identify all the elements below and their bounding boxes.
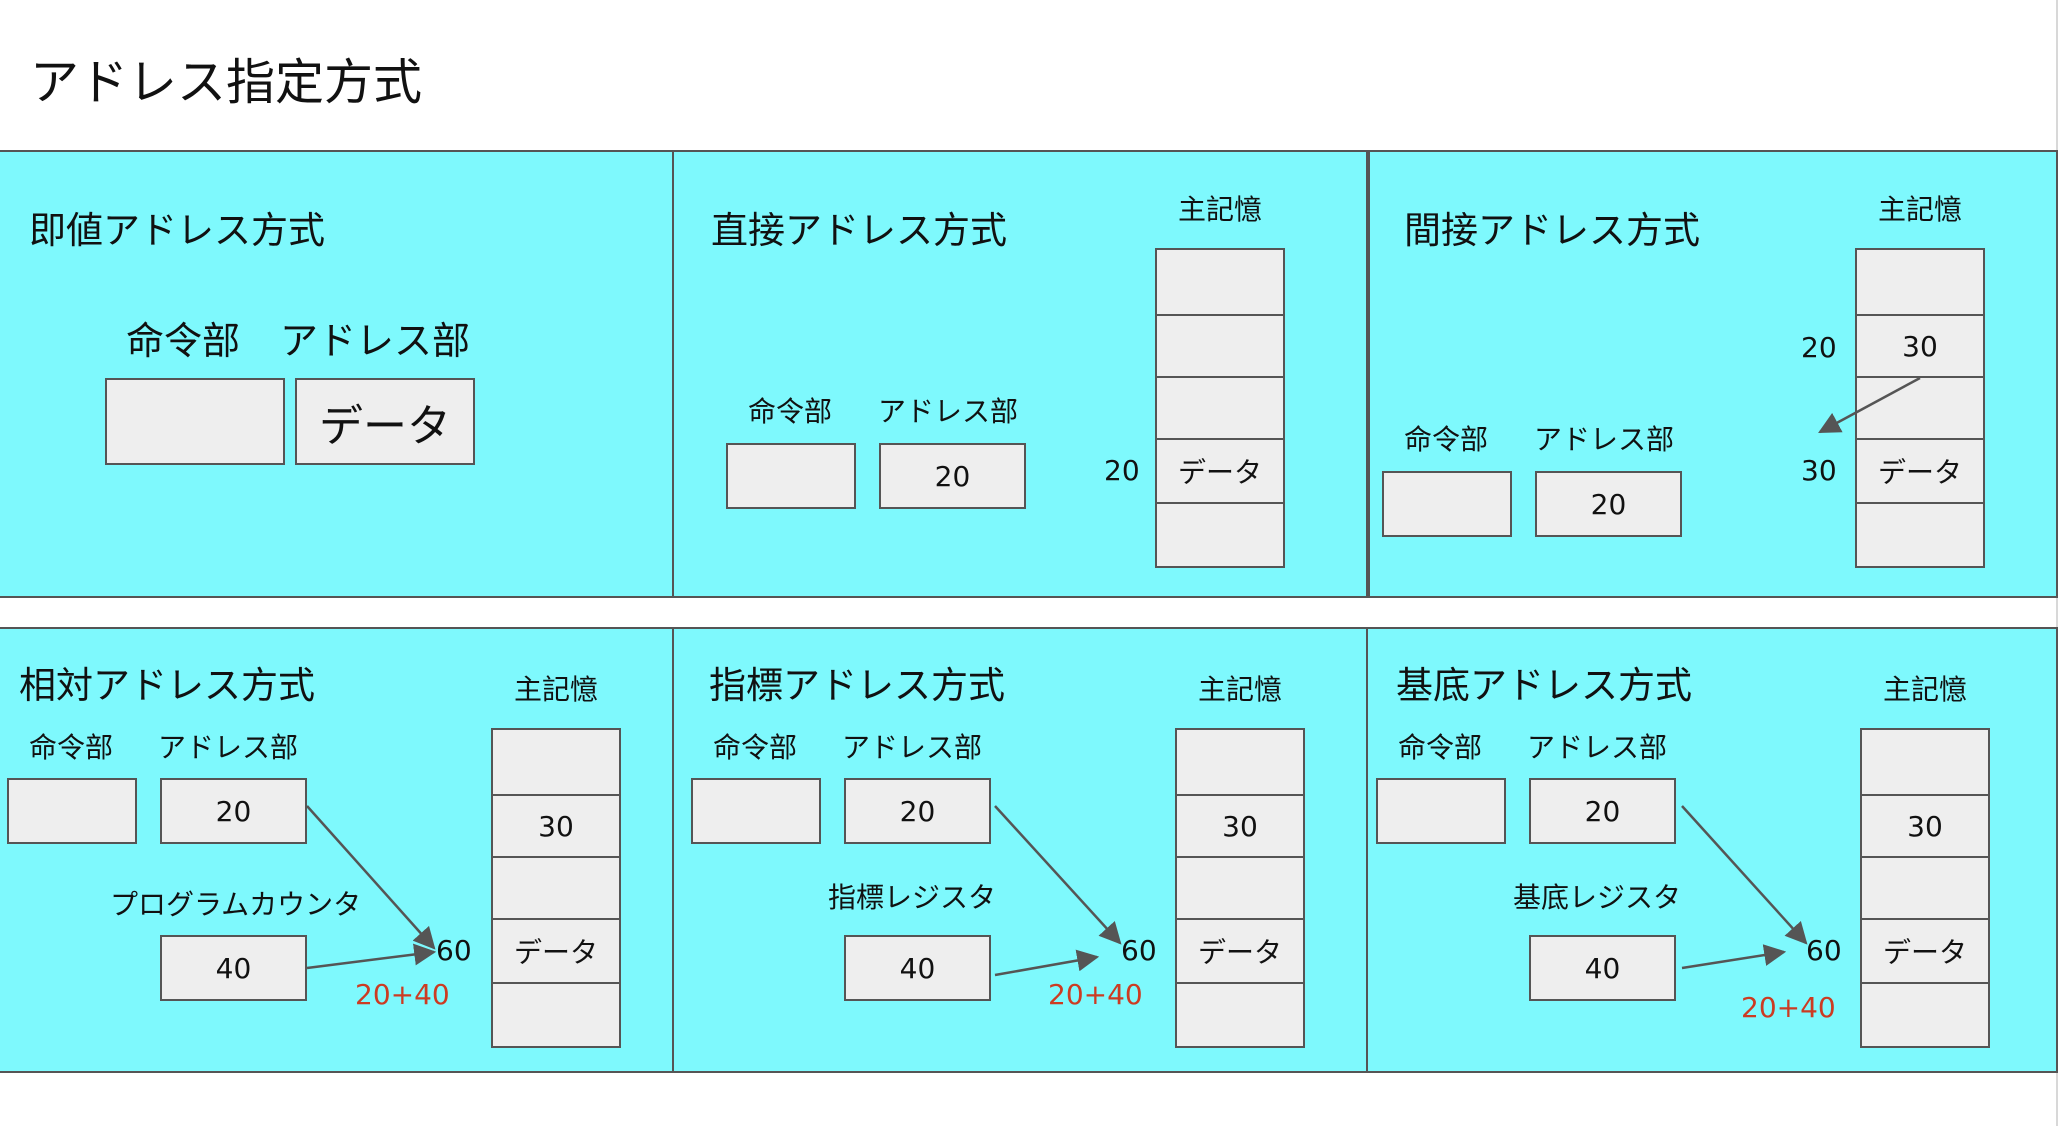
memory-cell	[1157, 250, 1283, 314]
instr-box-indirect	[1382, 471, 1512, 537]
effective-address-relative: 60	[436, 934, 472, 967]
instr-label-immediate: 命令部	[126, 319, 241, 363]
memory-cell	[1177, 856, 1303, 918]
addr-label-base: アドレス部	[1527, 731, 1668, 764]
memory-label-index: 主記憶	[1197, 673, 1283, 706]
effective-address-index: 60	[1121, 934, 1157, 967]
memory-address-label: 20	[1104, 454, 1140, 487]
main-memory-base: 30 データ	[1860, 728, 1990, 1048]
memory-label-base: 主記憶	[1882, 673, 1968, 706]
main-memory-direct: データ	[1155, 248, 1285, 568]
memory-cell	[493, 856, 619, 918]
memory-cell: 30	[1862, 794, 1988, 856]
main-memory-relative: 30 データ	[491, 728, 621, 1048]
register-box-relative: 40	[160, 935, 307, 1001]
memory-cell: データ	[493, 918, 619, 982]
addr-box-immediate: データ	[295, 378, 475, 465]
register-label-index: 指標レジスタ	[828, 881, 997, 914]
memory-cell	[1177, 982, 1303, 1046]
memory-cell: データ	[1157, 438, 1283, 502]
formula-base: 20+40	[1741, 991, 1836, 1024]
panel-title-indirect: 間接アドレス方式	[1404, 209, 1700, 252]
instr-label-direct: 命令部	[748, 395, 833, 428]
memory-cell: 30	[493, 794, 619, 856]
formula-index: 20+40	[1048, 978, 1143, 1011]
instr-box-relative	[7, 778, 137, 844]
memory-cell: 30	[1177, 794, 1303, 856]
addr-box-relative: 20	[160, 778, 307, 844]
register-label-relative: プログラムカウンタ	[110, 888, 362, 921]
memory-cell: 30	[1857, 314, 1983, 376]
memory-cell: データ	[1862, 918, 1988, 982]
addr-label-immediate: アドレス部	[280, 319, 471, 363]
panel-title-index: 指標アドレス方式	[709, 664, 1005, 707]
memory-cell	[493, 730, 619, 794]
instr-label-relative: 命令部	[29, 731, 114, 764]
addr-label-index: アドレス部	[842, 731, 983, 764]
memory-label-relative: 主記憶	[513, 673, 599, 706]
memory-cell	[493, 982, 619, 1046]
memory-label-direct: 主記憶	[1177, 193, 1263, 226]
addr-label-indirect: アドレス部	[1534, 423, 1675, 456]
memory-cell	[1857, 376, 1983, 438]
memory-cell	[1857, 502, 1983, 566]
memory-cell: データ	[1177, 918, 1303, 982]
main-memory-indirect: 30 データ	[1855, 248, 1985, 568]
memory-cell	[1862, 730, 1988, 794]
memory-cell	[1862, 982, 1988, 1046]
memory-address-label: 20	[1801, 331, 1837, 364]
panel-title-base: 基底アドレス方式	[1396, 664, 1692, 707]
instr-box-direct	[726, 443, 856, 509]
register-box-index: 40	[844, 935, 991, 1001]
memory-cell	[1157, 314, 1283, 376]
addr-box-base: 20	[1529, 778, 1676, 844]
memory-cell	[1157, 376, 1283, 438]
effective-address-base: 60	[1806, 934, 1842, 967]
register-box-base: 40	[1529, 935, 1676, 1001]
instr-label-indirect: 命令部	[1404, 423, 1489, 456]
panel-title-immediate: 即値アドレス方式	[29, 209, 325, 252]
memory-cell: データ	[1857, 438, 1983, 502]
addr-box-index: 20	[844, 778, 991, 844]
addr-box-direct: 20	[879, 443, 1026, 509]
addr-box-indirect: 20	[1535, 471, 1682, 537]
addr-label-direct: アドレス部	[878, 395, 1019, 428]
memory-cell	[1862, 856, 1988, 918]
memory-label-indirect: 主記憶	[1877, 193, 1963, 226]
memory-address-label: 30	[1801, 454, 1837, 487]
panel-title-direct: 直接アドレス方式	[711, 209, 1007, 252]
instr-box-index	[691, 778, 821, 844]
instr-box-base	[1376, 778, 1506, 844]
panel-title-relative: 相対アドレス方式	[19, 664, 315, 707]
instr-label-base: 命令部	[1398, 731, 1483, 764]
register-label-base: 基底レジスタ	[1513, 881, 1682, 914]
memory-cell	[1857, 250, 1983, 314]
panel-immediate	[0, 150, 674, 598]
memory-cell	[1177, 730, 1303, 794]
formula-relative: 20+40	[355, 978, 450, 1011]
memory-cell	[1157, 502, 1283, 566]
instr-box-immediate	[105, 378, 285, 465]
page-title: アドレス指定方式	[30, 54, 423, 111]
instr-label-index: 命令部	[713, 731, 798, 764]
addr-label-relative: アドレス部	[158, 731, 299, 764]
main-memory-index: 30 データ	[1175, 728, 1305, 1048]
